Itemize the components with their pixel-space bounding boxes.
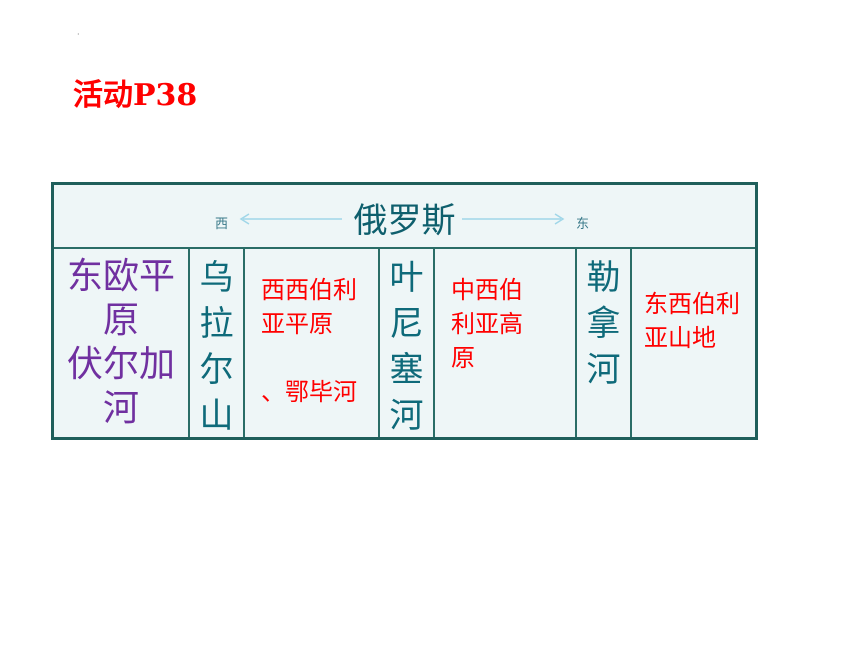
cell-ural-mountains: 乌 拉 尔 山 — [190, 249, 245, 437]
cell-text: 河 — [389, 396, 424, 436]
cell-central-siberian-plateau: 中西伯 利亚高 原 — [435, 249, 577, 437]
table-header: 俄罗斯 西 东 — [54, 185, 755, 249]
stray-dot: · — [77, 30, 80, 39]
cell-text: 河 — [102, 388, 139, 429]
cell-text: 原 — [102, 300, 139, 341]
cell-text: 东欧平 — [66, 256, 175, 297]
russia-region-table: 俄罗斯 西 东 东欧平 原 伏尔加 河 乌 拉 尔 山 西西伯利 亚平原 — [51, 182, 758, 440]
cell-text: 乌 — [199, 258, 234, 298]
cell-text: 原 — [451, 344, 475, 372]
cell-west-siberian-plain: 西西伯利 亚平原 、鄂毕河 — [245, 249, 380, 437]
cell-text: 拿 — [586, 304, 621, 344]
cell-text: 河 — [586, 350, 621, 390]
west-label: 西 — [215, 217, 229, 232]
cell-text: 西西伯利 — [261, 276, 357, 304]
cell-text: 塞 — [389, 350, 424, 390]
cell-text: 勒 — [586, 258, 621, 298]
cell-east-siberian-mountains: 东西伯利 亚山地 — [632, 249, 755, 437]
cell-text: 尔 — [199, 350, 234, 390]
cell-text: 叶 — [389, 258, 424, 298]
cell-text: 山 — [199, 396, 234, 436]
west-east-arrow-icon — [239, 213, 565, 225]
cell-text: 亚平原 — [261, 310, 333, 338]
cell-east-european-plain: 东欧平 原 伏尔加 河 — [54, 249, 190, 437]
header-title: 俄罗斯 — [353, 201, 456, 241]
activity-title: 活动P38 — [73, 78, 198, 113]
cell-text: 中西伯 — [451, 276, 523, 304]
cell-text: 尼 — [389, 304, 424, 344]
east-label: 东 — [576, 217, 590, 232]
cell-yenisei-river: 叶 尼 塞 河 — [380, 249, 435, 437]
cell-text: 亚山地 — [644, 324, 716, 352]
cell-lena-river: 勒 拿 河 — [577, 249, 632, 437]
cell-text: 、鄂毕河 — [261, 378, 357, 406]
cell-text: 伏尔加 — [66, 344, 175, 385]
cell-text: 东西伯利 — [644, 290, 740, 318]
cell-text: 利亚高 — [451, 310, 523, 338]
cell-text: 拉 — [199, 304, 234, 344]
